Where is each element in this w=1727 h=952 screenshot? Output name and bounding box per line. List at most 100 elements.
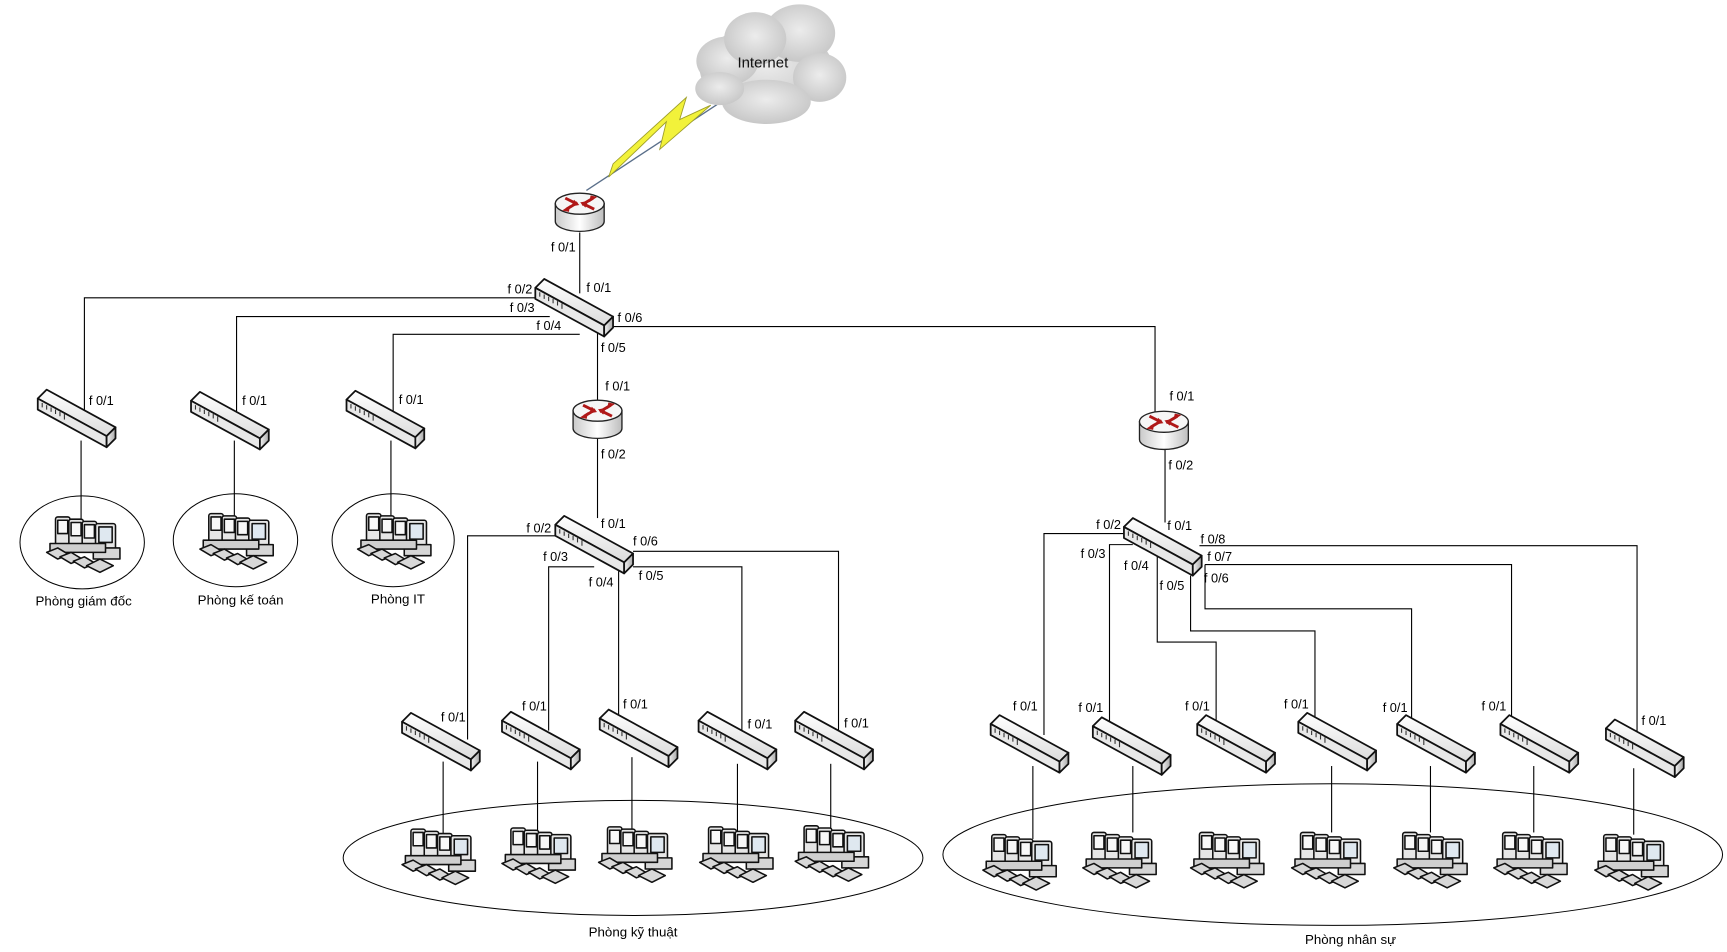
cable-kt-p5 (633, 566, 743, 731)
port-label: f 0/1 (1482, 699, 1507, 714)
cable-ns-p4 (1156, 555, 1217, 726)
port-label: f 0/6 (617, 310, 642, 325)
computer-cluster-icon[interactable] (1189, 831, 1265, 889)
computer-cluster-icon[interactable] (794, 825, 870, 882)
computer-cluster-icon[interactable] (401, 828, 477, 886)
port-label: f 0/4 (589, 575, 614, 590)
port-label: f 0/5 (1159, 578, 1184, 593)
cable-core-giamdoc (83, 297, 542, 416)
edge-router[interactable] (553, 191, 606, 233)
dept-label-nhan-su: Phòng nhân sự (1305, 932, 1396, 947)
router-nhan-su[interactable] (1138, 409, 1190, 451)
router-ky-thuat[interactable] (571, 398, 624, 440)
port-label: f 0/1 (441, 710, 466, 725)
access-switches-ky-thuat (401, 708, 874, 772)
computer-cluster-icon[interactable] (1082, 831, 1157, 889)
cable-core-it (392, 333, 580, 416)
port-labels: f 0/1 f 0/1 f 0/2 f 0/3 f 0/4 f 0/6 f 0/… (89, 239, 1666, 731)
internet-label: Internet (737, 55, 789, 72)
computer-cluster-icon[interactable] (1594, 833, 1669, 891)
port-label: f 0/1 (1167, 518, 1192, 533)
port-label: f 0/2 (1096, 517, 1121, 532)
pc-group-it[interactable] (356, 512, 432, 570)
cable-kt-p6 (633, 550, 840, 731)
port-label: f 0/4 (1124, 558, 1149, 573)
port-label: f 0/2 (1168, 457, 1193, 472)
computer-cluster-icon (356, 512, 432, 570)
cable-ns-p3 (1108, 544, 1133, 731)
cable-ns-p8 (1199, 545, 1638, 737)
internet-cloud[interactable]: Internet (695, 4, 847, 124)
cable-ns-p7 (1205, 564, 1513, 726)
port-label: f 0/1 (623, 696, 648, 711)
access-switch[interactable] (1091, 716, 1172, 776)
port-label: f 0/1 (1185, 699, 1210, 714)
computer-cluster-icon[interactable] (597, 826, 673, 884)
access-switch[interactable] (1396, 714, 1476, 774)
computer-cluster-icon[interactable] (1492, 831, 1568, 889)
department-labels: Phòng giám đốc Phòng kế toán Phòng IT Ph… (36, 591, 1397, 947)
dept-label-it: Phòng IT (371, 591, 425, 606)
port-label: f 0/1 (89, 393, 114, 408)
port-label: f 0/1 (399, 392, 424, 407)
port-label: f 0/6 (633, 534, 658, 549)
port-label: f 0/4 (536, 318, 561, 333)
port-label: f 0/3 (510, 300, 535, 315)
port-label: f 0/6 (1204, 570, 1229, 585)
port-label: f 0/2 (601, 446, 626, 461)
port-label: f 0/7 (1207, 549, 1232, 564)
port-label: f 0/1 (1013, 699, 1038, 714)
port-label: f 0/1 (586, 280, 611, 295)
port-label: f 0/1 (601, 516, 626, 531)
access-switch[interactable] (1297, 712, 1377, 772)
access-switch[interactable] (1499, 714, 1580, 774)
access-switch[interactable] (1605, 718, 1685, 778)
port-label: f 0/5 (601, 340, 626, 355)
port-label: f 0/1 (605, 379, 630, 394)
cable-ns-p2 (1043, 533, 1129, 736)
dept-label-giam-doc: Phòng giám đốc (36, 594, 133, 609)
computer-cluster-icon[interactable] (501, 827, 577, 885)
port-label: f 0/2 (508, 281, 533, 296)
port-label: f 0/1 (1383, 700, 1408, 715)
ring-ke-toan (172, 493, 299, 588)
cable-ns-p6 (1204, 564, 1413, 726)
access-switch[interactable] (598, 708, 679, 769)
access-switch[interactable] (1196, 714, 1276, 774)
port-label: f 0/3 (1081, 546, 1106, 561)
computer-cluster-icon (199, 512, 274, 570)
access-switch[interactable] (989, 714, 1070, 774)
ring-giam-doc (19, 495, 145, 590)
access-switch[interactable] (501, 710, 581, 771)
access-switches-nhan-su (989, 712, 1685, 778)
pc-groups-nhan-su (982, 831, 1669, 891)
port-label: f 0/1 (1641, 713, 1666, 728)
dept-label-ky-thuat: Phòng kỹ thuật (589, 925, 678, 940)
pc-group-giam-doc[interactable] (45, 516, 121, 574)
cable-core-ketoan (236, 316, 550, 416)
port-label: f 0/1 (242, 393, 267, 408)
cloud-icon (695, 4, 847, 124)
port-label: f 0/1 (1078, 700, 1103, 715)
computer-cluster-icon[interactable] (1290, 831, 1366, 889)
port-label: f 0/1 (522, 699, 547, 714)
cable-core-nhansu-router (613, 326, 1156, 412)
computer-cluster-icon[interactable] (982, 833, 1057, 891)
port-label: f 0/8 (1201, 532, 1226, 547)
port-label: f 0/1 (1284, 696, 1309, 711)
computer-cluster-icon[interactable] (1393, 831, 1468, 889)
pc-group-ke-toan[interactable] (199, 512, 274, 570)
cable-layer (80, 93, 1638, 840)
dept-label-ke-toan: Phòng kế toán (198, 592, 284, 607)
port-label: f 0/3 (543, 549, 568, 564)
port-label: f 0/1 (747, 716, 772, 731)
computer-cluster-icon[interactable] (698, 826, 774, 884)
computer-cluster-icon (45, 516, 121, 574)
ring-nhan-su (942, 783, 1724, 926)
port-label: f 0/1 (551, 239, 576, 254)
ring-ky-thuat (342, 799, 924, 916)
pc-groups-ky-thuat (401, 825, 870, 886)
cable-kt-p2 (467, 535, 558, 740)
port-label: f 0/5 (639, 568, 664, 583)
